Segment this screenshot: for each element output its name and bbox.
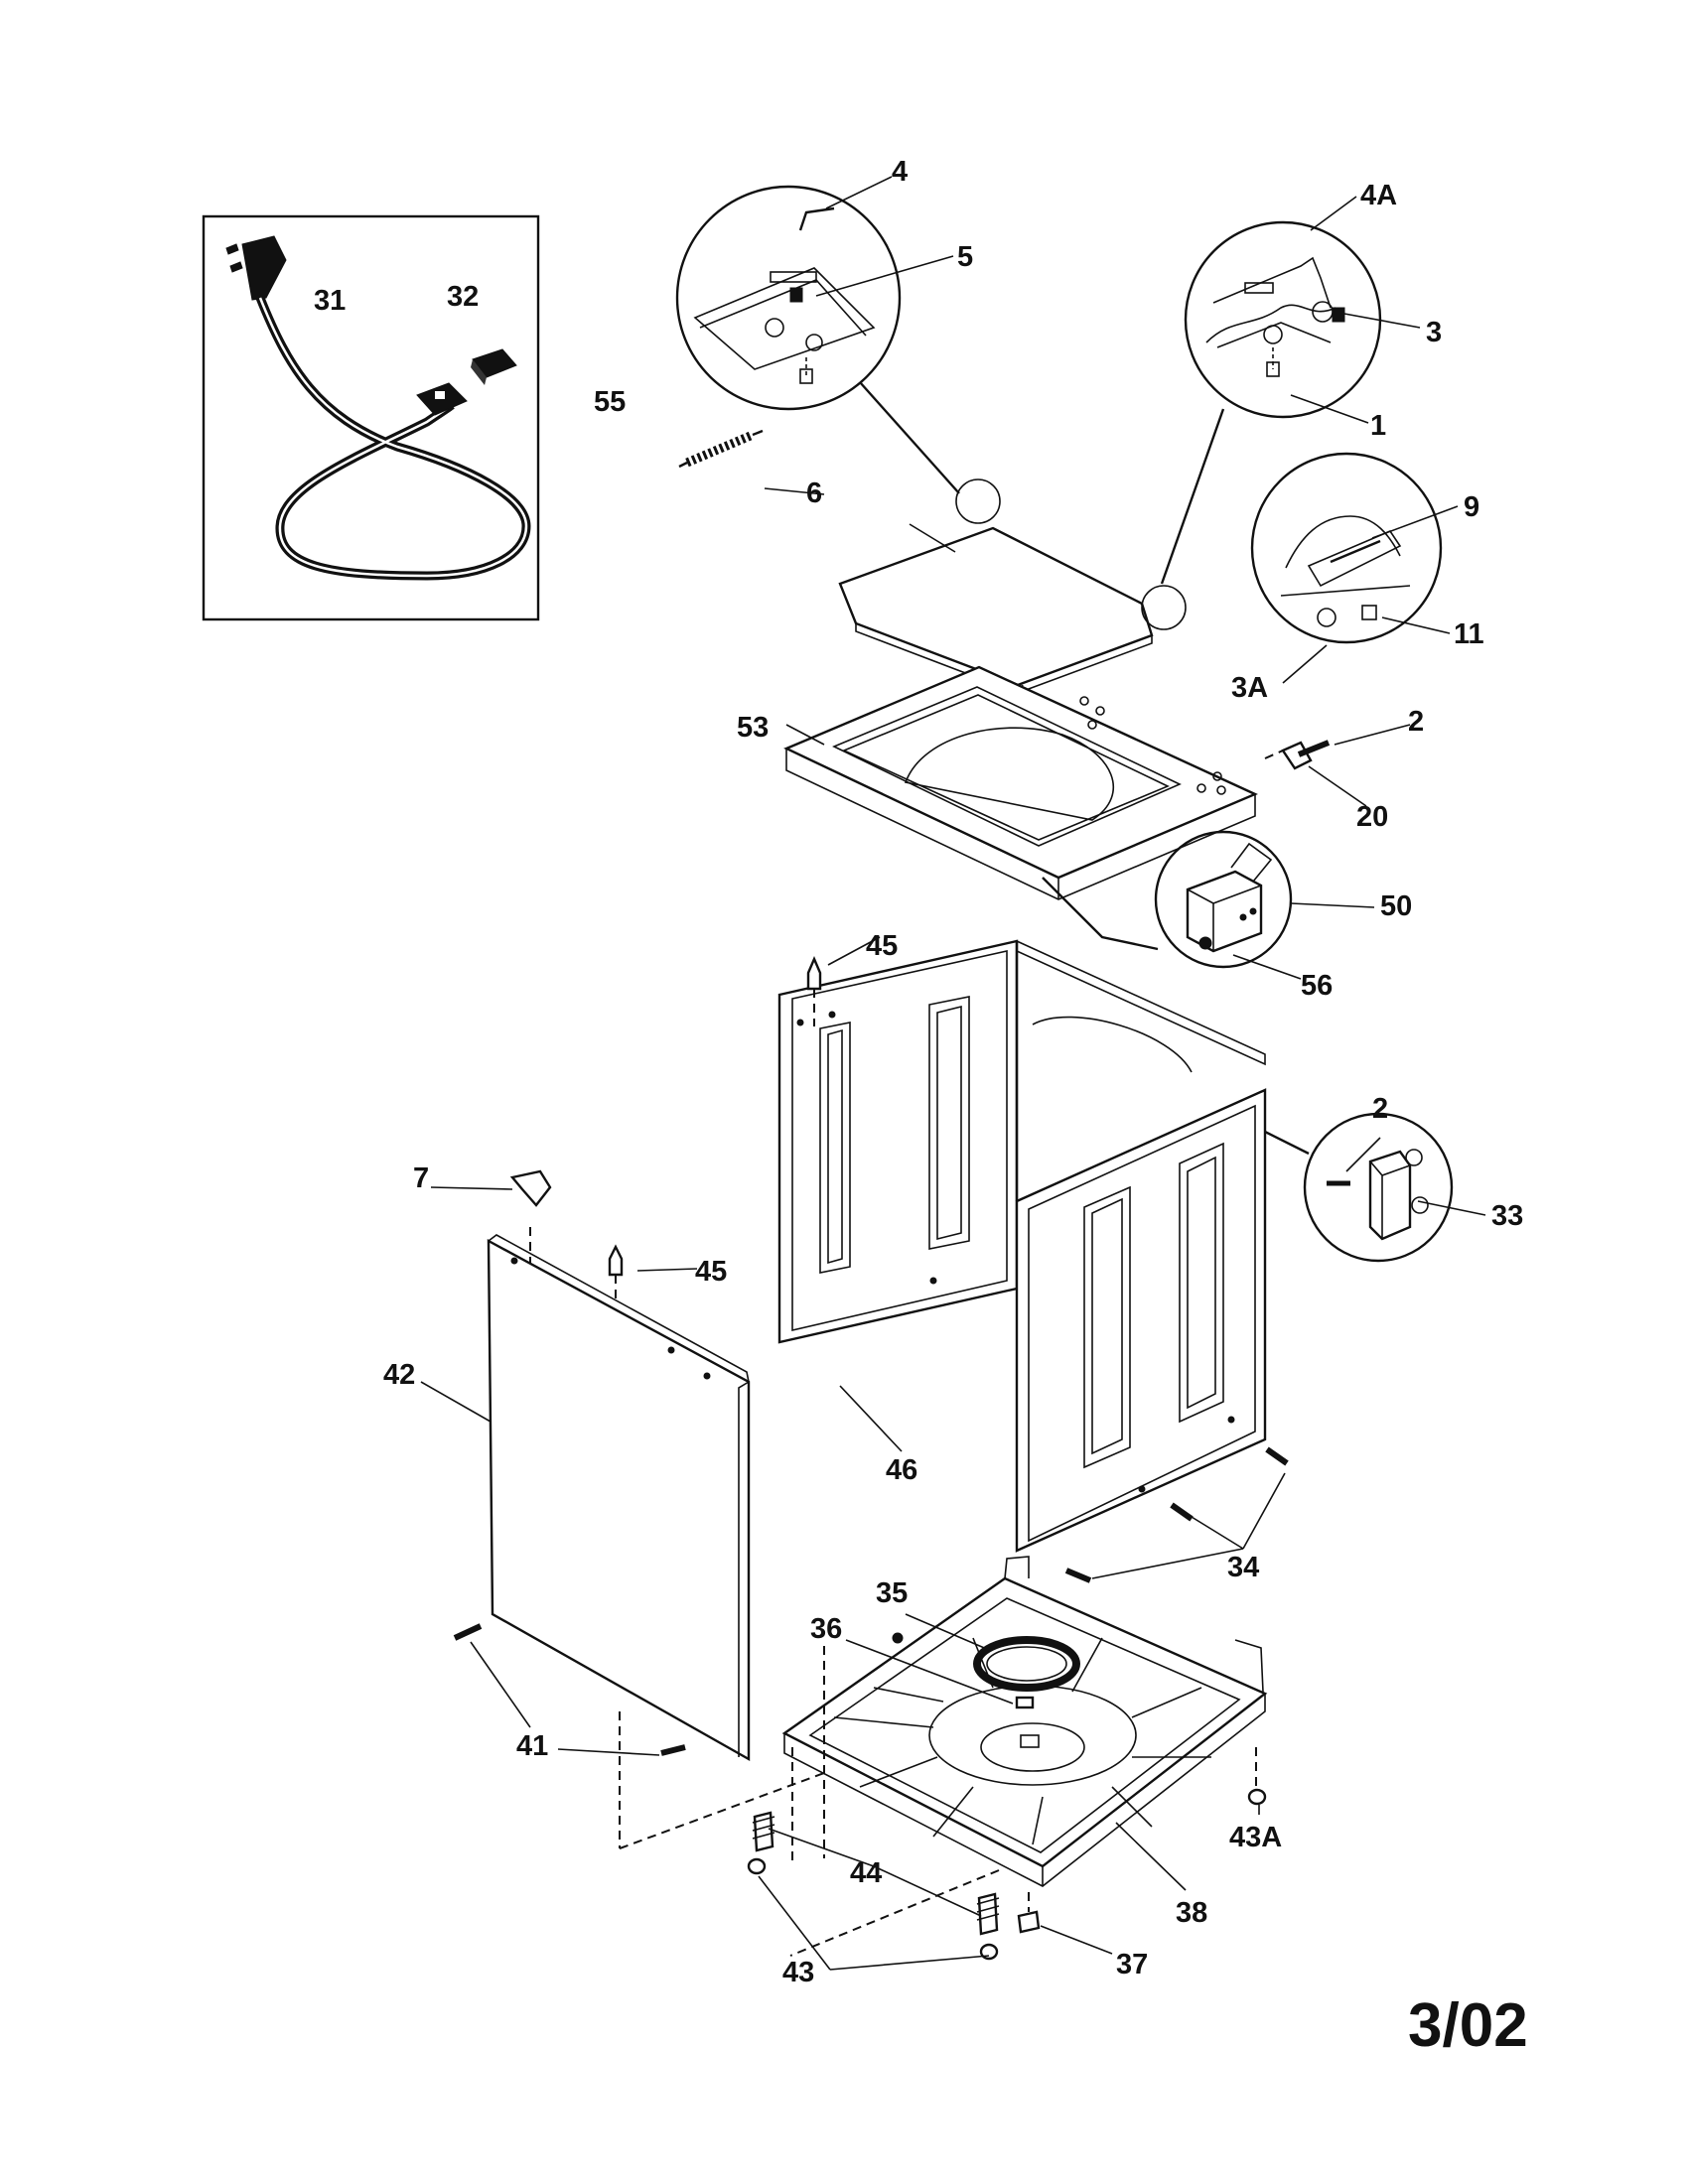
leader-line <box>1160 408 1225 585</box>
power-cord-inset <box>202 214 540 621</box>
label-50: 50 <box>1380 890 1412 922</box>
label-2-top: 2 <box>1408 706 1424 738</box>
label-6: 6 <box>806 478 822 509</box>
label-37: 37 <box>1116 1949 1148 1980</box>
front-panel <box>487 1169 751 1762</box>
label-2-valve: 2 <box>1372 1093 1388 1125</box>
screw-41a <box>453 1623 483 1641</box>
label-45-top: 45 <box>866 930 898 962</box>
label-43: 43 <box>782 1957 814 1988</box>
hinge-detail-circle-4a <box>1184 220 1382 419</box>
revision-date: 3/02 <box>1408 1991 1528 2060</box>
label-41: 41 <box>516 1730 548 1762</box>
label-5: 5 <box>957 241 973 273</box>
label-44: 44 <box>850 1857 882 1889</box>
water-valve-detail-circle <box>1264 1112 1454 1263</box>
label-4: 4 <box>892 156 908 188</box>
label-11: 11 <box>1454 618 1484 650</box>
label-45-front: 45 <box>695 1256 727 1288</box>
label-56: 56 <box>1301 970 1333 1002</box>
cabinet <box>777 939 1267 1553</box>
label-31: 31 <box>314 285 346 317</box>
leveling-feet <box>747 1788 1267 1961</box>
label-9: 9 <box>1464 491 1479 523</box>
label-7: 7 <box>413 1162 429 1194</box>
label-4a: 4A <box>1360 180 1397 211</box>
lid-spring <box>678 429 764 469</box>
pin-45b <box>608 1244 624 1277</box>
part-labels: 4 4A 5 3 1 31 32 55 6 9 11 3A 53 2 20 50… <box>314 156 1523 1988</box>
lid-switch-detail-circle <box>1154 830 1293 969</box>
label-3: 3 <box>1426 317 1442 348</box>
base-frame <box>619 1556 1268 1957</box>
label-3a: 3A <box>1231 672 1268 704</box>
label-35: 35 <box>876 1577 908 1609</box>
label-34: 34 <box>1227 1552 1259 1583</box>
label-55: 55 <box>594 386 626 418</box>
leader-lines <box>420 176 1486 1971</box>
label-1: 1 <box>1370 410 1386 442</box>
label-20: 20 <box>1356 801 1388 833</box>
label-43a: 43A <box>1229 1822 1282 1853</box>
label-38: 38 <box>1176 1897 1207 1929</box>
screw-and-clip <box>1264 740 1331 770</box>
label-42: 42 <box>383 1359 415 1391</box>
label-32: 32 <box>447 281 479 313</box>
leader-line <box>859 381 960 494</box>
screws-34 <box>1064 1446 1289 1583</box>
pin-45 <box>806 955 822 991</box>
top-cover <box>783 665 1258 951</box>
label-46: 46 <box>886 1454 917 1486</box>
lid-strike-detail-circle <box>1250 452 1443 644</box>
lid-panel <box>838 478 1187 698</box>
label-36: 36 <box>810 1613 842 1645</box>
screw-41b <box>660 1744 686 1756</box>
label-53: 53 <box>737 712 769 744</box>
lid-hinge-detail-circle <box>675 185 902 411</box>
label-33: 33 <box>1491 1200 1523 1232</box>
